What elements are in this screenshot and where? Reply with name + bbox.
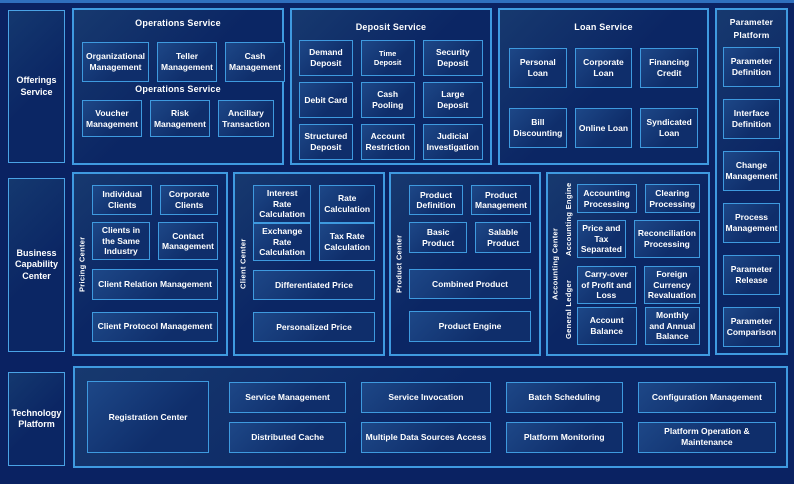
loan-title: Loan Service: [574, 22, 633, 32]
box-personal-loan: Personal Loan: [509, 48, 567, 88]
box-bill-discounting: Bill Discounting: [509, 108, 567, 148]
box-account-restriction: Account Restriction: [360, 124, 415, 160]
box-change-management: Change Management: [723, 150, 780, 191]
product-center-vertical-label: Product Center: [394, 234, 404, 294]
box-demand-deposit: Demand Deposit: [299, 40, 353, 76]
operations-title: Operations Service: [135, 18, 221, 28]
box-registration-center: Registration Center: [87, 381, 209, 453]
panel-parameter-platform: Parameter Platform Parameter Definition …: [715, 8, 788, 355]
box-clients-same-industry: Clients in the Same Industry: [92, 222, 151, 261]
box-basic-product: Basic Product: [409, 222, 468, 253]
box-parameter-release: Parameter Release: [723, 254, 780, 295]
box-contact-management: Contact Management: [158, 222, 218, 261]
box-product-definition: Product Definition: [409, 185, 464, 216]
box-tax-rate-calculation: Tax Rate Calculation: [319, 223, 375, 261]
box-product-engine: Product Engine: [409, 311, 531, 342]
box-structured-deposit: Structured Deposit: [299, 124, 353, 160]
box-risk-management: Risk Management: [149, 100, 210, 137]
accounting-engine-vertical-label: Accounting Engine: [563, 182, 573, 256]
box-reconciliation-processing: Reconciliation Processing: [633, 220, 700, 258]
box-syndicated-loan: Syndicated Loan: [640, 108, 698, 148]
box-monthly-annual-balance: Monthly and Annual Balance: [644, 307, 700, 345]
box-account-balance: Account Balance: [576, 307, 637, 345]
rail-business-capability-center: Business Capability Center: [8, 178, 65, 352]
box-service-management: Service Management: [229, 381, 347, 413]
box-salable-product: Salable Product: [475, 222, 531, 253]
box-parameter-comparison: Parameter Comparison: [723, 306, 780, 347]
rail-technology-platform: Technology Platform: [8, 372, 65, 466]
panel-client-center: Client Center Interest Rate Calculation …: [233, 172, 385, 356]
box-clearing-processing: Clearing Processing: [644, 184, 700, 213]
operations-mid-label: Operations Service: [135, 84, 221, 94]
box-process-management: Process Management: [723, 202, 780, 243]
box-large-deposit: Large Deposit: [422, 82, 483, 118]
panel-deposit-service: Deposit Service Demand Deposit Time Depo…: [290, 8, 492, 165]
box-multiple-data-sources-access: Multiple Data Sources Access: [361, 421, 491, 453]
box-service-invocation: Service Invocation: [361, 381, 491, 413]
box-carry-over-profit-loss: Carry-over of Profit and Loss: [576, 266, 636, 304]
panel-product-center: Product Center Product Definition Produc…: [389, 172, 541, 356]
box-client-protocol-management: Client Protocol Management: [92, 311, 218, 342]
box-interest-rate-calculation: Interest Rate Calculation: [253, 185, 312, 223]
deposit-title: Deposit Service: [355, 22, 427, 32]
box-batch-scheduling: Batch Scheduling: [505, 381, 623, 413]
box-cash-pooling: Cash Pooling: [360, 82, 415, 118]
rail-offerings-service: Offerings Service: [8, 10, 65, 163]
top-accent-strip: [0, 0, 794, 3]
box-online-loan: Online Loan: [574, 108, 633, 148]
box-individual-clients: Individual Clients: [92, 185, 153, 216]
box-foreign-currency-revaluation: Foreign Currency Revaluation: [643, 266, 700, 304]
rail-technology-label: Technology Platform: [11, 407, 62, 429]
box-configuration-management: Configuration Management: [637, 381, 776, 413]
box-interface-definition: Interface Definition: [723, 98, 780, 139]
box-personalized-price: Personalized Price: [253, 312, 375, 342]
panel-operations-service: Operations Service Organizational Manage…: [72, 8, 285, 165]
box-ancillary-transaction: Ancillary Transaction: [217, 100, 274, 137]
box-differentiated-price: Differentiated Price: [253, 270, 375, 300]
panel-technology-platform: Registration Center Service Management S…: [73, 366, 788, 468]
box-judicial-investigation: Judicial Investigation: [422, 124, 483, 160]
panel-pricing-center: Pricing Center Individual Clients Corpor…: [72, 172, 228, 356]
box-exchange-rate-calculation: Exchange Rate Calculation: [253, 223, 312, 261]
panel-loan-service: Loan Service Personal Loan Corporate Loa…: [498, 8, 709, 165]
client-center-vertical-label: Client Center: [238, 238, 248, 290]
box-security-deposit: Security Deposit: [422, 40, 483, 76]
panel-accounting-center: Accounting Center Accounting Engine Gene…: [546, 172, 710, 356]
box-parameter-definition: Parameter Definition: [723, 46, 780, 87]
accounting-center-vertical-label: Accounting Center: [550, 227, 560, 301]
parameter-platform-title: Parameter Platform: [729, 17, 774, 40]
box-distributed-cache: Distributed Cache: [229, 421, 347, 453]
box-client-relation-management: Client Relation Management: [92, 269, 218, 300]
pricing-center-vertical-label: Pricing Center: [77, 236, 87, 292]
box-platform-operation-maintenance: Platform Operation & Maintenance: [637, 421, 776, 453]
box-product-management: Product Management: [471, 185, 531, 216]
rail-offerings-label: Offerings Service: [16, 75, 57, 97]
box-time-deposit: Time Deposit: [360, 40, 415, 76]
box-accounting-processing: Accounting Processing: [576, 184, 637, 213]
box-corporate-clients: Corporate Clients: [160, 185, 218, 216]
box-price-and-tax-separated: Price and Tax Separated: [576, 220, 626, 258]
box-corporate-loan: Corporate Loan: [574, 48, 633, 88]
general-ledger-vertical-label: General Ledger: [563, 279, 573, 339]
box-cash-management: Cash Management: [225, 42, 285, 82]
box-teller-management: Teller Management: [157, 42, 217, 82]
box-platform-monitoring: Platform Monitoring: [505, 421, 623, 453]
box-debit-card: Debit Card: [299, 82, 353, 118]
box-voucher-management: Voucher Management: [82, 100, 142, 137]
box-organizational-management: Organizational Management: [82, 42, 150, 82]
box-financing-credit: Financing Credit: [640, 48, 698, 88]
box-rate-calculation: Rate Calculation: [319, 185, 375, 223]
box-combined-product: Combined Product: [409, 268, 531, 300]
rail-business-label: Business Capability Center: [14, 248, 58, 281]
